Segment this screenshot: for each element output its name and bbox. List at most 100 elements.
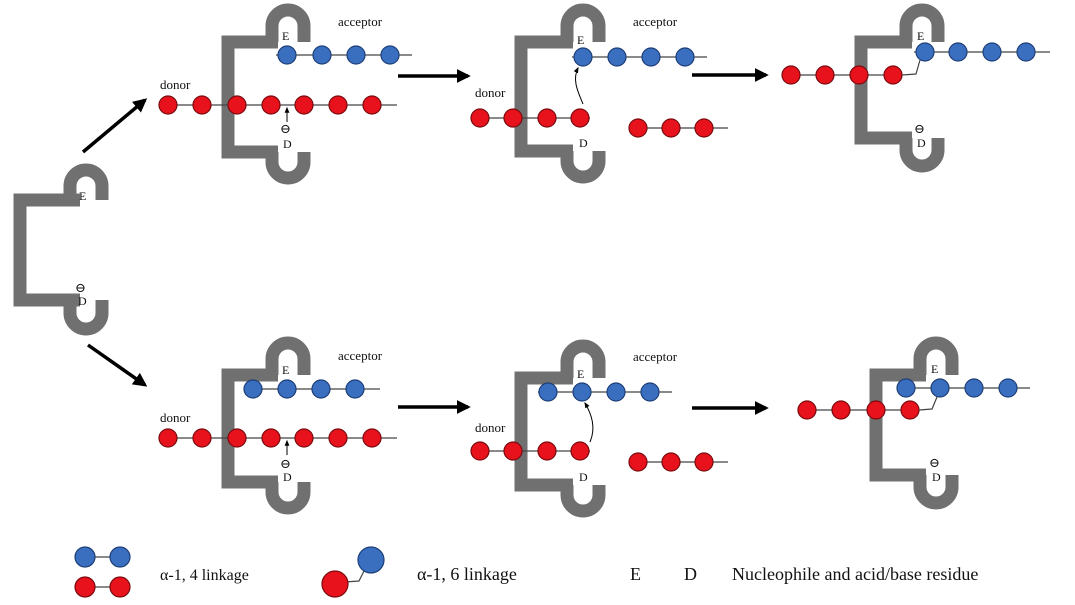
donor-glucose: [362, 428, 382, 448]
donor-glucose: [849, 65, 869, 85]
acceptor-glucose: [607, 47, 627, 67]
donor-glucose: [900, 400, 920, 420]
legend: α-1, 4 linkage α-1, 6 linkage E D Nucleo…: [74, 546, 978, 598]
d-label: D: [283, 470, 292, 484]
donor-glucose: [328, 95, 348, 115]
acceptor-glucose: [915, 42, 935, 62]
acceptor-glucose: [277, 45, 297, 65]
top-stage-2: E D acceptor donor: [470, 3, 728, 184]
released-glucose: [661, 452, 681, 472]
donor-label: donor: [475, 85, 506, 100]
released-glucose: [628, 452, 648, 472]
acceptor-glucose: [346, 45, 366, 65]
acceptor-glucose: [641, 47, 661, 67]
released-glucose: [694, 452, 714, 472]
bottom-stage-1: E ⊖ D acceptor donor: [158, 336, 397, 515]
acceptor-label: acceptor: [338, 14, 383, 29]
donor-glucose: [503, 441, 523, 461]
donor-label: donor: [475, 420, 506, 435]
released-glucose: [661, 118, 681, 138]
donor-glucose: [570, 108, 590, 128]
acceptor-glucose: [380, 45, 400, 65]
alpha-1-6-bond: [918, 396, 938, 411]
d-label: D: [579, 470, 588, 484]
d-label: D: [579, 136, 588, 150]
acceptor-glucose: [572, 382, 592, 402]
acceptor-glucose: [573, 47, 593, 67]
top-stage-1: E ⊖ D acceptor donor: [158, 3, 412, 185]
free-enzyme: E ⊖ D: [13, 163, 109, 336]
legend-alpha-1-6-label: α-1, 6 linkage: [417, 564, 517, 584]
released-glucose: [694, 118, 714, 138]
acceptor-glucose: [948, 42, 968, 62]
acceptor-glucose: [1016, 42, 1036, 62]
legend-alpha-1-4-symbol: [74, 546, 131, 598]
e-label: E: [577, 33, 584, 47]
bottom-stage-2: E D acceptor donor: [470, 339, 728, 518]
donor-glucose: [192, 428, 212, 448]
acceptor-glucose: [896, 378, 916, 398]
legend-residues-label: Nucleophile and acid/base residue: [732, 564, 978, 584]
enzyme-e-label: E: [79, 189, 86, 203]
arrow-to-bottom-pathway: [86, 343, 148, 387]
acceptor-glucose: [243, 379, 263, 399]
charge-symbol: ⊖: [280, 121, 291, 136]
donor-glucose: [831, 400, 851, 420]
donor-glucose: [570, 441, 590, 461]
donor-glucose: [470, 441, 490, 461]
d-label: D: [283, 137, 292, 151]
donor-glucose: [328, 428, 348, 448]
donor-glucose: [227, 428, 247, 448]
acceptor-glucose: [606, 382, 626, 402]
acceptor-glucose: [311, 379, 331, 399]
donor-glucose: [815, 65, 835, 85]
donor-glucose: [192, 95, 212, 115]
enzyme-d-label: D: [78, 294, 87, 308]
donor-glucose: [227, 95, 247, 115]
donor-glucose: [537, 108, 557, 128]
charge-symbol: ⊖: [929, 455, 940, 470]
donor-glucose: [537, 441, 557, 461]
alpha-1-6-bond: [901, 59, 921, 76]
legend-alpha-1-6-symbol: [321, 546, 385, 598]
donor-label: donor: [160, 410, 191, 425]
donor-glucose: [797, 400, 817, 420]
legend-e-label: E: [630, 564, 641, 584]
acceptor-glucose: [930, 378, 950, 398]
released-glucose: [628, 118, 648, 138]
donor-glucose: [158, 428, 178, 448]
acceptor-glucose: [538, 382, 558, 402]
acceptor-glucose: [675, 47, 695, 67]
donor-glucose: [261, 428, 281, 448]
legend-d-label: D: [684, 564, 697, 584]
e-label: E: [931, 362, 938, 376]
acceptor-glucose: [964, 378, 984, 398]
acceptor-glucose: [312, 45, 332, 65]
e-label: E: [577, 367, 584, 381]
d-label: D: [932, 470, 941, 484]
enzyme-charge-symbol: ⊖: [75, 280, 86, 295]
donor-glucose: [470, 108, 490, 128]
e-label: E: [917, 29, 924, 43]
acceptor-glucose: [277, 379, 297, 399]
top-stage-3: E ⊖ D: [781, 3, 1050, 173]
donor-glucose: [883, 65, 903, 85]
acceptor-glucose: [982, 42, 1002, 62]
donor-glucose: [781, 65, 801, 85]
donor-label: donor: [160, 77, 191, 92]
bottom-stage-3: E ⊖ D: [797, 336, 1030, 510]
d-label: D: [917, 136, 926, 150]
donor-glucose: [294, 428, 314, 448]
donor-glucose: [158, 95, 178, 115]
e-label: E: [282, 363, 289, 377]
acceptor-glucose: [345, 379, 365, 399]
charge-symbol: ⊖: [914, 121, 925, 136]
donor-glucose: [362, 95, 382, 115]
arrow-to-top-pathway: [81, 98, 148, 154]
legend-alpha-1-4-label: α-1, 4 linkage: [160, 567, 249, 584]
donor-glucose: [294, 95, 314, 115]
charge-symbol: ⊖: [280, 456, 291, 471]
donor-glucose: [261, 95, 281, 115]
acceptor-label: acceptor: [633, 349, 678, 364]
